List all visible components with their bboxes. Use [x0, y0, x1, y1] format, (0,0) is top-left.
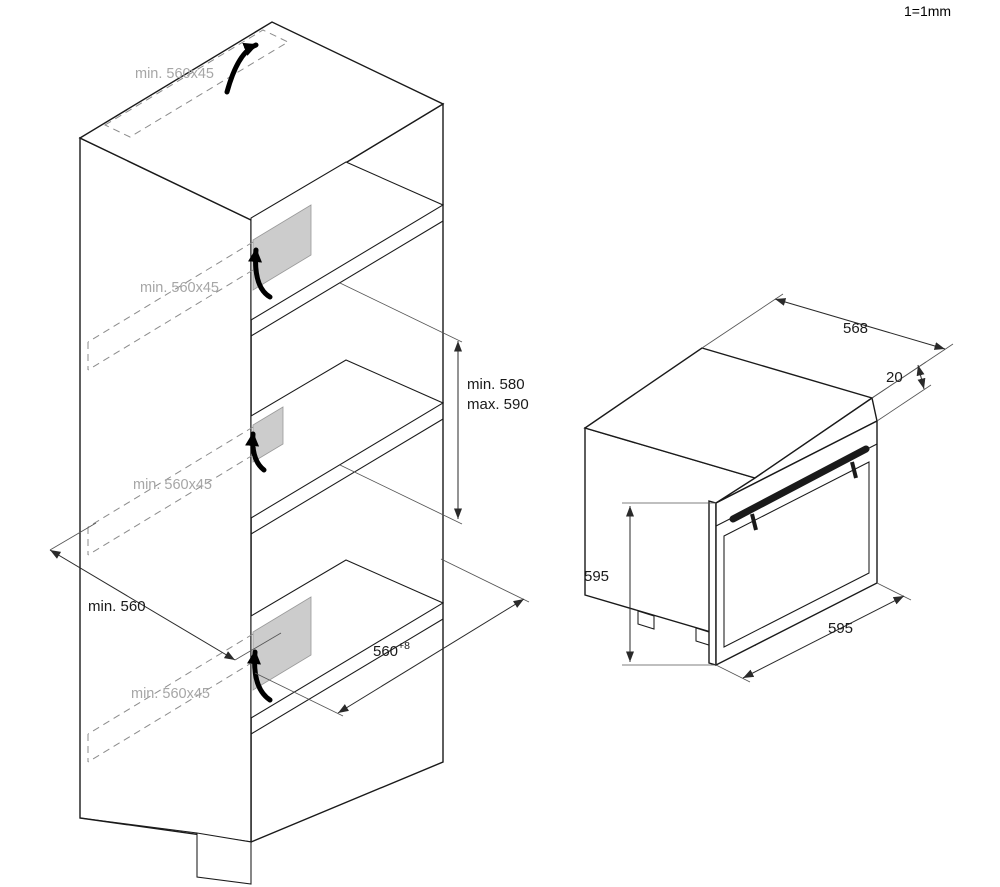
oven-height-label: 595: [584, 568, 609, 585]
hidden-vent-slot-2: [87, 426, 254, 556]
niche-width-dimension: [254, 558, 530, 717]
cabinet-depth-label: min. 560: [88, 598, 146, 615]
airflow-arrow-3: [247, 649, 273, 703]
hidden-vent-slot-top: [103, 29, 290, 138]
oven-drawing: [583, 293, 954, 683]
airflow-arrow-1: [248, 247, 273, 300]
vent-cutout-1: [252, 204, 312, 291]
cabinet-plinth: [196, 832, 252, 885]
oven-width-dimension: [715, 582, 912, 683]
compartment-vent-label-3: min. 560x45: [131, 686, 210, 702]
oven-depth-label: 568: [843, 320, 868, 337]
hidden-vent-slot-3: [87, 633, 254, 763]
door-protrusion-dimension: [871, 361, 932, 422]
oven-handle: [729, 445, 870, 523]
scale-note: 1=1mm: [904, 3, 951, 19]
oven-foot-left: [637, 610, 655, 630]
cabinet-top-face: [78, 21, 445, 221]
door-protrusion-label: 20: [886, 369, 903, 386]
compartment-vent-label-2: min. 560x45: [133, 477, 212, 493]
cabinet-drawing: [49, 21, 530, 885]
oven-door-frame: [723, 461, 870, 648]
airflow-arrow-top: [224, 42, 259, 95]
airflow-arrow-2: [245, 431, 267, 473]
niche-height-min-label: min. 580: [467, 376, 525, 393]
hidden-vent-slot-1: [87, 241, 254, 371]
compartment-vent-label-1: min. 560x45: [140, 280, 219, 296]
cabinet-plinth-edge: [79, 817, 198, 834]
niche-height-max-label: max. 590: [467, 396, 529, 413]
cabinet-depth-dimension: [49, 522, 282, 661]
niche-width-label: 560+8: [373, 640, 410, 660]
oven-width-label: 595: [828, 620, 853, 637]
oven-front-side-strip: [708, 500, 717, 666]
oven-handle-bracket-right: [850, 461, 858, 479]
top-vent-label: min. 560x45: [135, 66, 214, 82]
shelf-top: [250, 161, 445, 337]
niche-height-dimension: [339, 282, 463, 525]
oven-handle-bracket-left: [750, 513, 758, 531]
oven-height-dimension: [622, 502, 716, 666]
